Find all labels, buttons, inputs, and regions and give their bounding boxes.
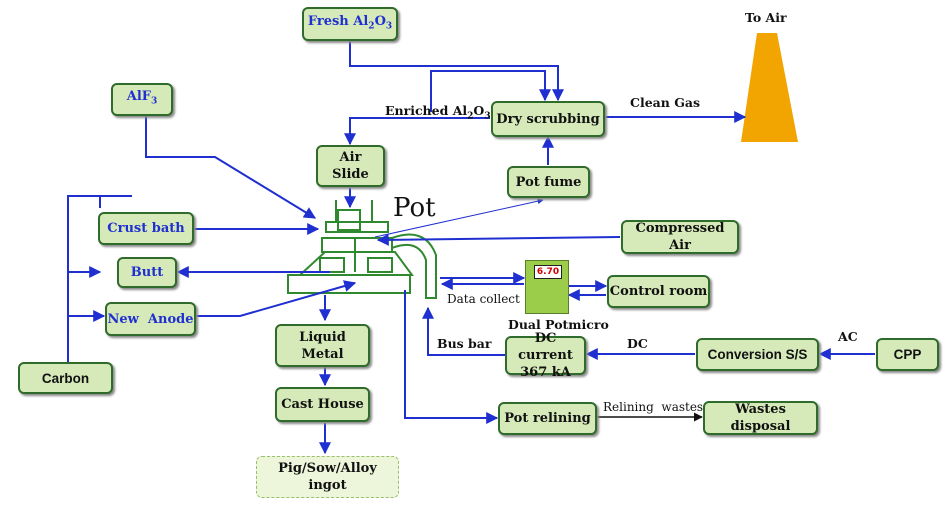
fume-line	[374, 198, 544, 238]
compressed-air-box: Compressed Air	[621, 220, 739, 254]
data-collect-label: Data collect	[447, 292, 520, 306]
butt-label: Butt	[130, 265, 164, 280]
dc-label: DC	[627, 336, 648, 351]
relining-wastes-label: Relining wastes	[603, 400, 704, 414]
ac-label: AC	[838, 329, 858, 344]
butt-box: Butt	[117, 257, 177, 288]
ingot-label: Pig/Sow/Alloy ingot	[278, 461, 377, 493]
dry-scrubbing-label: Dry scrubbing	[496, 111, 600, 127]
pot-illustration	[287, 200, 437, 299]
ingot-box: Pig/Sow/Alloy ingot	[256, 456, 399, 498]
conversion-label: Conversion S/S	[707, 347, 808, 362]
fresh-alumina-label: Fresh Al2O3	[307, 13, 393, 32]
bus-bar-label: Bus bar	[437, 336, 492, 351]
clean-gas-label: Clean Gas	[630, 95, 701, 110]
new-anode-label: New Anode	[107, 311, 194, 327]
new-anode-box: New Anode	[105, 302, 196, 336]
alf3-box: AlF3	[111, 83, 173, 116]
crust-bath-label: Crust bath	[107, 221, 185, 236]
pot-relining-box: Pot relining	[498, 402, 597, 435]
wastes-disposal-label: Wastes disposal	[730, 402, 791, 434]
pot-title: Pot	[393, 193, 436, 223]
pot-fume-label: Pot fume	[515, 174, 582, 190]
dual-potmicro-label: Dual Potmicro	[508, 317, 609, 332]
control-room-box: Control room	[607, 275, 710, 308]
dry-scrubbing-box: Dry scrubbing	[491, 101, 605, 137]
pot-fume-box: Pot fume	[507, 166, 590, 198]
meter-display: 6.70	[534, 265, 562, 279]
cast-house-box: Cast House	[275, 387, 370, 422]
carbon-box: Carbon	[18, 362, 113, 394]
cpp-label: CPP	[893, 347, 922, 362]
cpp-box: CPP	[876, 338, 939, 371]
fresh-alumina-box: Fresh Al2O3	[302, 7, 398, 41]
compressed-air-label: Compressed Air	[635, 221, 725, 253]
conversion-box: Conversion S/S	[696, 338, 819, 371]
flow-arrows	[67, 40, 875, 455]
cast-house-label: Cast House	[281, 397, 364, 412]
pot-relining-label: Pot relining	[504, 411, 591, 426]
dual-potmicro-device: 6.70	[525, 260, 569, 314]
carbon-label: Carbon	[41, 370, 90, 386]
control-room-label: Control room	[609, 284, 708, 299]
alf3-label: AlF3	[126, 89, 158, 107]
crust-bath-box: Crust bath	[98, 212, 194, 245]
enriched-alumina-label: Enriched Al2O3	[385, 103, 491, 122]
to-air-label: To Air	[745, 10, 787, 25]
wastes-disposal-box: Wastes disposal	[703, 401, 818, 435]
stack-shape	[741, 33, 798, 142]
